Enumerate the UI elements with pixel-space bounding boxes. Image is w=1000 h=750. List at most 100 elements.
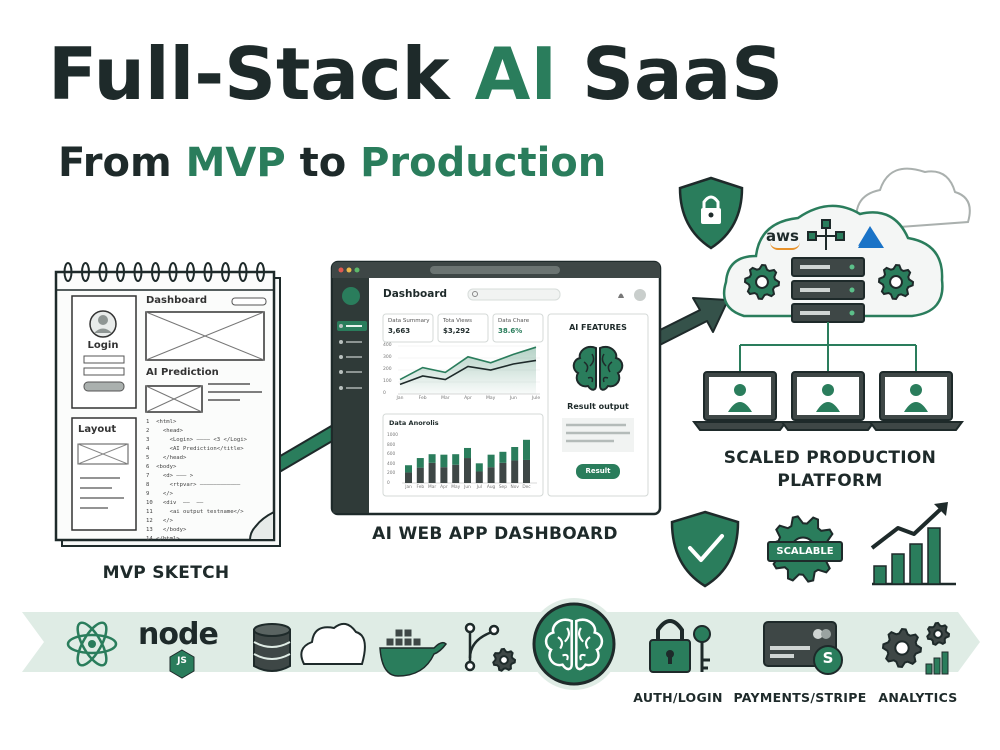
line-chart-series-a xyxy=(399,346,537,381)
shield-lock-icon xyxy=(678,176,744,250)
laptop-icon xyxy=(780,371,876,431)
bar-green xyxy=(499,451,507,463)
caption-mvp-sketch: MVP SKETCH xyxy=(102,563,230,583)
label-analytics: ANALYTICS xyxy=(878,690,958,705)
gear-hole xyxy=(755,275,769,289)
line-chart-y-tick: 200 xyxy=(383,367,392,372)
bar-dark xyxy=(523,459,530,483)
title-accent: AI xyxy=(474,32,558,116)
database-icon xyxy=(253,623,291,672)
bar-chart-x-tick: Sep xyxy=(498,485,507,490)
nodejs-wordmark: node xyxy=(138,617,219,652)
subtitle-text: From xyxy=(58,140,186,186)
title-text-end: SaaS xyxy=(557,32,784,116)
bar-dark xyxy=(416,467,424,483)
bar-green xyxy=(440,454,448,468)
stat-label: Tota Views xyxy=(443,318,472,324)
bar-dark xyxy=(452,464,460,483)
bar-dark xyxy=(475,471,483,483)
caption-ai-web-app-dashboard: AI WEB APP DASHBOARD xyxy=(372,524,618,544)
spiral-ring xyxy=(63,262,73,282)
dashboard-window xyxy=(330,260,662,516)
gear-icon-left xyxy=(743,263,781,301)
laptop-icon xyxy=(868,371,964,431)
nodejs-js-badge: JS xyxy=(177,656,187,666)
caption-scaled-production-line1: SCALED PRODUCTION xyxy=(723,448,937,468)
page-subtitle: From MVP to Production xyxy=(58,143,606,183)
server-rack-icon xyxy=(791,257,865,323)
stat-label: Data Summary xyxy=(388,318,430,324)
bar-dark xyxy=(464,458,471,483)
analytics-small-gear-icon xyxy=(926,621,951,646)
scalable-label: SCALABLE xyxy=(767,541,843,562)
analytics-gear-icon xyxy=(881,627,923,669)
line-chart-y-tick: 300 xyxy=(383,355,392,360)
spiral-ring xyxy=(133,262,143,282)
mvp-sketch-notebook xyxy=(54,262,281,547)
ai-brain-medallion xyxy=(528,598,620,690)
bar-dark xyxy=(499,462,507,483)
bar-green xyxy=(416,458,424,468)
result-output-label: Result output xyxy=(567,402,629,411)
result-button[interactable]: Result xyxy=(585,467,611,475)
spiral-ring xyxy=(98,262,108,282)
bar-chart-x-tick: Feb xyxy=(416,485,425,490)
line-chart-x-tick: Apr xyxy=(464,396,472,401)
spiral-ring xyxy=(151,262,160,282)
stripe-s-icon: S xyxy=(822,649,834,667)
stat-value: 38.6% xyxy=(498,327,523,335)
git-gear-icon xyxy=(492,647,517,672)
sketch-login-label: Login xyxy=(87,340,119,351)
network-icon xyxy=(807,219,845,250)
bar-dark xyxy=(405,472,412,483)
bar-chart-bars xyxy=(405,439,530,483)
bar-green xyxy=(428,454,436,463)
subtitle-accent-production: Production xyxy=(360,140,607,186)
stat-label: Data Chare xyxy=(498,318,530,324)
padlock-key-icon xyxy=(649,619,711,673)
bar-chart-y-tick: 400 xyxy=(387,461,396,467)
gear-hole xyxy=(933,629,943,639)
title-text: Full-Stack xyxy=(48,32,475,116)
react-icon xyxy=(66,621,118,667)
line-chart-y-tick: 0 xyxy=(383,391,386,396)
sketch-layout-label: Layout xyxy=(78,424,117,435)
bar-chart-x-tick: Jun xyxy=(464,485,471,490)
spiral-ring xyxy=(168,262,178,282)
bar-chart-x-tick: Apr xyxy=(440,485,448,490)
page-title: Full-Stack AI SaaS xyxy=(48,38,783,110)
spiral-ring xyxy=(116,262,125,282)
brain-icon xyxy=(572,346,624,391)
bar-chart-x-tick: Jul xyxy=(476,485,482,490)
spiral-ring xyxy=(221,262,230,282)
line-chart-x-tick: Jule xyxy=(531,396,541,401)
spiral-ring xyxy=(203,262,213,282)
stat-value: $3,292 xyxy=(443,327,471,335)
bar-green xyxy=(475,463,483,472)
dashboard-title: Dashboard xyxy=(383,288,448,300)
label-payments-stripe: PAYMENTS/STRIPE xyxy=(733,690,867,705)
gear-hole xyxy=(499,655,509,665)
subtitle-accent-mvp: MVP xyxy=(185,140,286,186)
sketch-code-block: 1 <html> 2 <head> 3 <Login> ———— <3 </Lo… xyxy=(146,419,248,542)
ai-features-title: AI FEATURES xyxy=(569,323,627,332)
cloud-connectors xyxy=(739,322,917,372)
cloud-storage-icon xyxy=(300,622,366,665)
docker-icon xyxy=(379,628,447,677)
bar-chart-x-tick: Dec xyxy=(522,485,531,490)
bar-chart-y-tick: 600 xyxy=(387,452,396,458)
bar-green xyxy=(405,465,412,473)
sketch-ai-prediction-label: AI Prediction xyxy=(146,367,219,378)
analytics-bars-icon xyxy=(925,651,949,675)
stat-value: 3,663 xyxy=(388,327,411,335)
bar-chart-y-tick: 200 xyxy=(387,471,396,477)
gear-icon-right xyxy=(877,263,915,301)
sketch-dashboard-label: Dashboard xyxy=(146,295,207,306)
bar-green xyxy=(487,454,495,468)
shield-check-icon xyxy=(670,510,740,588)
bar-chart-x-tick: Mar xyxy=(428,485,437,490)
bar-chart-x-tick: Jan xyxy=(405,485,412,490)
aws-logo: aws xyxy=(766,227,799,245)
line-chart-y-tick: 400 xyxy=(383,343,392,348)
bar-chart-x-tick: May xyxy=(451,485,461,490)
